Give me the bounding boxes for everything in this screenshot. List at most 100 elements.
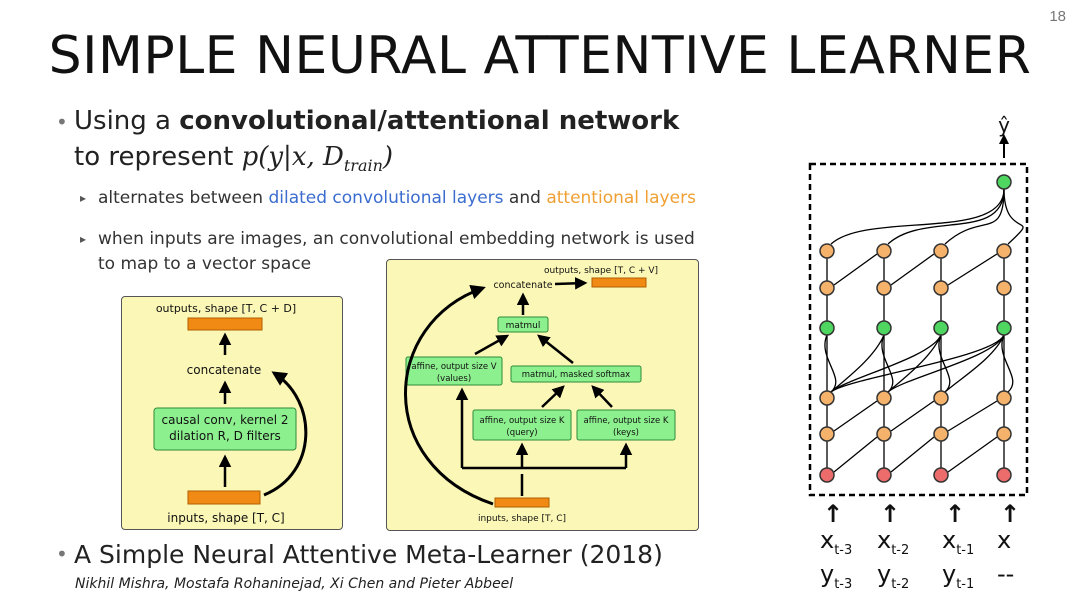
x-input-label: xt-1 [942,526,975,558]
y-input-label: yt-3 [820,560,853,592]
red-node [933,467,949,483]
red-node [996,467,1012,483]
output-attention-edge [944,188,1005,245]
query-line-1: affine, output size K [480,416,565,426]
attention-edge [824,334,837,393]
red-node [819,467,835,483]
left-input-bar [187,490,261,505]
query-line-2: (query) [506,428,537,438]
attention-edge [830,334,1005,393]
attentional-text: attentional layers [546,188,696,208]
paper-authors: Nikhil Mishra, Mostafa Rohaninejad, Xi C… [75,576,514,592]
slide-title: SIMPLE NEURAL ATTENTIVE LEARNER [48,26,1032,86]
orange-node [819,280,835,296]
sub-bullet-1: ▸ alternates between dilated convolution… [80,188,696,208]
matmul-box [497,316,549,333]
bullet-dot: • [56,542,68,566]
attention-block-diagram: outputs, shape [T, C + V] concatenate ma… [386,259,699,531]
mid-concatenate-label: concatenate [493,280,552,291]
orange-node [876,390,892,406]
input-arrow-icon: ↑ [880,500,901,528]
bullet-dot: • [56,110,68,134]
attention-edge [887,334,942,393]
input-arrow-icon: ↑ [1000,500,1021,528]
snail-network-diagram: ŷ [808,113,1029,497]
softmax-box [510,365,642,383]
orange-node [819,426,835,442]
attention-edge [938,334,951,393]
paper-title: A Simple Neural Attentive Meta-Learner (… [74,540,663,569]
input-arrow-icon: ↑ [823,500,844,528]
left-inputs-label: inputs, shape [T, C] [167,511,284,525]
network-dashed-box [808,162,1029,497]
x-input-label: xt-3 [820,526,853,558]
output-y-hat-label: ŷ [998,113,1010,137]
keys-line-2: (keys) [613,428,639,438]
softmax-label: matmul, masked softmax [522,370,630,380]
bullet-1-bold: convolutional/attentional network [179,106,680,136]
orange-node [933,390,949,406]
orange-node [933,243,949,259]
mid-input-bar [494,497,550,508]
orange-node [876,243,892,259]
attention-edge [1001,334,1014,393]
network-nodes [819,174,1012,483]
dilated-edge [890,400,935,432]
dilated-edge [890,436,935,473]
orange-node [933,280,949,296]
causal-conv-box [153,407,297,451]
green-node [933,320,949,336]
attention-edge [887,334,1005,393]
output-attention-edge [830,188,1005,245]
mid-inputs-label: inputs, shape [T, C] [478,514,566,524]
sub-bullet-2: ▸ when inputs are images, an convolution… [80,229,695,249]
values-box [405,356,503,386]
dilated-edge [833,400,878,432]
left-concatenate-label: concatenate [187,363,262,377]
bullet-1-line2: to represent [74,142,242,172]
attention-edge [830,334,942,393]
arrow-query-to-softmax [541,385,565,408]
dilated-edge [947,436,998,473]
bullet-1-math: p(y|x, Dtrain) [241,142,394,176]
dilated-conv-block-diagram: outputs, shape [T, C + D] concatenate ca… [121,296,343,530]
keys-box [576,409,676,441]
orange-node [819,243,835,259]
values-line-1: affine, output size V [411,362,496,372]
orange-node [876,280,892,296]
y-input-label: yt-2 [877,560,910,592]
orange-node [819,390,835,406]
dilated-edge [833,253,878,286]
dilated-edge [890,253,935,286]
input-arrow-icon: ↑ [945,500,966,528]
arrow-values-to-matmul [474,334,510,356]
attention-edge [944,334,1005,393]
x-input-label: x [997,526,1012,554]
arrow-softmax-to-matmul [537,334,574,364]
dilated-conv-text: dilated convolutional layers [268,188,504,208]
slide-number: 18 [1049,8,1066,25]
green-node [819,320,835,336]
dilated-edge [947,253,998,286]
orange-node [996,280,1012,296]
orange-node [996,243,1012,259]
orange-node [933,426,949,442]
conv-line-2: dilation R, D filters [169,429,281,443]
mid-output-bar [591,277,647,288]
sub-bullet-2-line2: to map to a vector space [98,254,312,274]
query-box [472,409,572,441]
orange-node [876,426,892,442]
left-output-bar [187,317,263,331]
output-attention-edge [887,188,1005,245]
mid-arrow-to-output [554,277,588,290]
output-attention-edge [1003,188,1024,245]
attention-edge [830,334,885,393]
mid-outputs-label: outputs, shape [T, C + V] [544,266,658,276]
green-node [876,320,892,336]
orange-node [996,390,1012,406]
arrow-keys-to-softmax [591,385,613,408]
network-edges [824,188,1024,473]
conv-line-1: causal conv, kernel 2 [162,413,289,427]
dilated-edge [833,436,878,473]
matmul-label: matmul [506,321,541,331]
